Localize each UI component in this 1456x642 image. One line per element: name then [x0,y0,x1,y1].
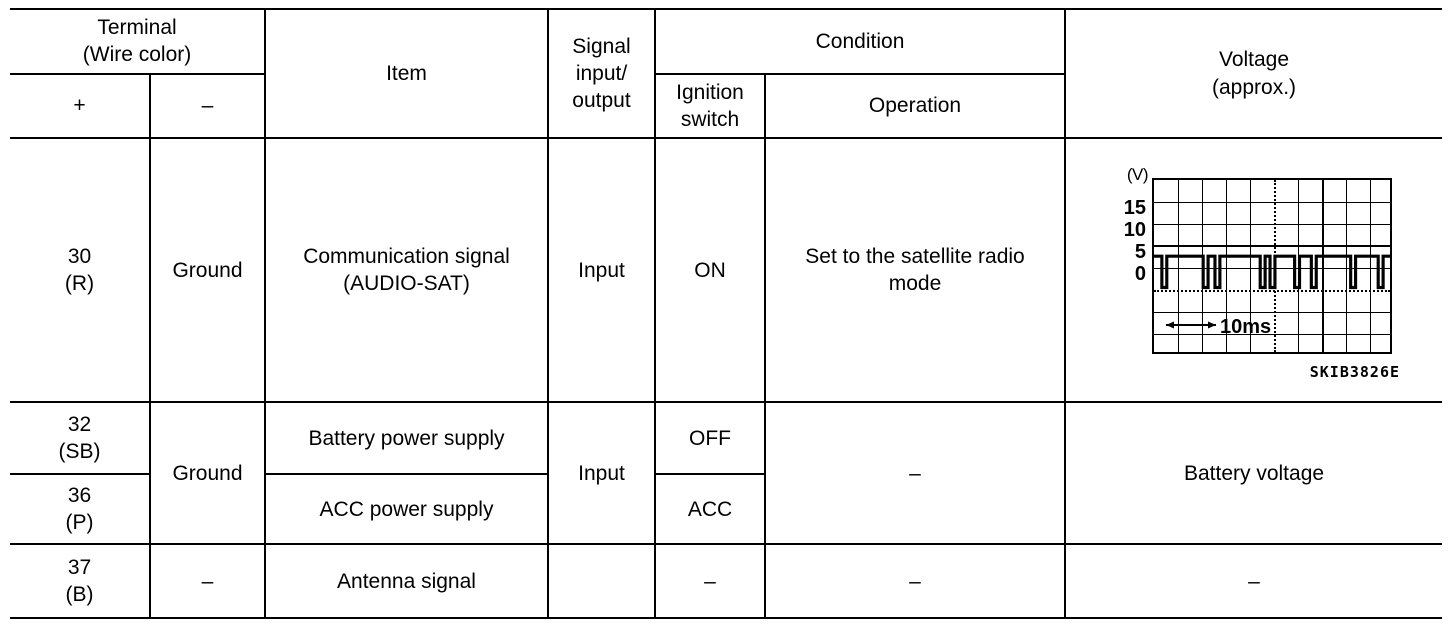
header-terminal-line1: Terminal [97,16,177,39]
cell-signal-io: Input [547,401,656,546]
table-row: 36 (P) ACC power supply ACC [10,473,1442,546]
cell-ignition-switch: OFF [654,401,766,476]
waveform-ytick-0: 0 [1134,263,1147,286]
figure-code: SKIB3826E [1309,362,1401,381]
header-terminal-line2: (Wire color) [82,43,192,67]
gridline-h-6 [1154,312,1391,314]
header-item: Item [264,7,549,140]
terminal-number: 30 [67,244,92,268]
header-signal-io-line3: output [572,89,631,113]
oscilloscope-figure: (V) 15 10 5 0 [1104,165,1404,381]
cell-terminal-number: 32 (SB) [10,401,151,476]
cell-ignition-switch: ACC [654,473,766,546]
terminal-number: 32 [67,412,92,436]
waveform-ytick-5: 5 [1134,241,1147,264]
gridline-h-7 [1154,334,1391,336]
header-terminal: Terminal (Wire color) [10,8,266,75]
cell-voltage: Battery voltage [1064,401,1443,546]
header-condition: Condition [653,8,1067,75]
waveform-ytick-15: 15 [1123,197,1147,220]
cell-terminal-minus: Ground [149,401,266,546]
cell-item: Antenna signal [264,543,549,620]
cell-ignition-switch: ON [654,137,766,404]
header-row-bottom: + – Ignition switch Operation [10,72,1442,140]
cell-operation: Set to the satellite radio mode [763,137,1067,404]
header-voltage: Voltage (approx.) [1064,7,1443,140]
header-ignition-switch: Ignition switch [654,72,766,140]
item-line1: Communication signal [303,244,510,268]
cell-item: Battery power supply [264,401,549,476]
gridline-h-10v [1154,245,1391,248]
gridline-v-7 [1322,180,1325,353]
header-terminal-plus: + [10,72,151,140]
time-scale-label: 10ms [1220,316,1272,339]
terminal-wire-color: (B) [65,583,94,607]
cell-item: Communication signal (AUDIO-SAT) [264,137,549,404]
table-row: 32 (SB) Ground Battery power supply Inpu… [10,401,1443,546]
header-ignition-switch-line2: switch [680,107,740,131]
header-signal-io-line2: input/ [575,61,628,85]
cell-voltage: – [1064,543,1443,620]
terminal-number: 37 [67,555,92,579]
header-signal-io-line1: Signal [572,34,631,58]
gridline-h-4 [1154,268,1391,270]
gridline-h-1 [1154,202,1391,204]
gridline-v-8 [1346,180,1348,353]
cell-voltage-waveform: (V) 15 10 5 0 [1064,137,1443,404]
zero-volt-line [1154,290,1391,293]
waveform-grid: 10ms [1152,178,1393,355]
header-ignition-switch-line1: Ignition [676,80,744,104]
cell-terminal-number: 37 (B) [10,543,151,620]
terminal-number: 36 [67,483,92,507]
terminal-wire-color: (P) [65,511,94,535]
cell-operation: – [763,543,1067,620]
cell-signal-io: Input [547,137,656,404]
cell-terminal-minus: – [149,543,266,620]
cell-terminal-number: 36 (P) [10,473,151,546]
terminal-wire-color: (R) [64,272,95,296]
terminal-spec-table: Terminal (Wire color) Item Signal input/… [10,7,1443,620]
header-signal-io: Signal input/ output [547,7,656,140]
header-terminal-minus: – [149,72,266,140]
header-operation: Operation [763,72,1067,140]
cell-item: ACC power supply [264,473,549,546]
header-voltage-line1: Voltage [1218,48,1290,72]
time-span-arrows [1166,321,1217,329]
header-voltage-line2: (approx.) [1212,75,1297,99]
item-line2: (AUDIO-SAT) [343,272,470,296]
waveform-trace [1154,254,1391,290]
gridline-v-1 [1178,180,1180,353]
cell-signal-io-empty [547,543,656,620]
cell-terminal-number: 30 (R) [10,137,151,404]
gridline-v-4 [1250,180,1252,353]
gridline-h-2 [1154,224,1391,226]
cell-ignition-switch: – [654,543,766,620]
header-row-top: Terminal (Wire color) Item Signal input/… [10,7,1443,140]
waveform-ytick-10: 10 [1123,219,1147,242]
cell-terminal-minus: Ground [149,137,266,404]
table-row: 37 (B) – Antenna signal – – – [10,543,1443,620]
cell-operation: – [763,401,1067,546]
gridline-v-3 [1226,180,1228,353]
gridline-v-9 [1370,180,1372,353]
waveform-unit-label: (V) [1126,165,1149,185]
operation-line1: Set to the satellite radio [805,244,1025,268]
terminal-wire-color: (SB) [58,440,101,464]
operation-line2: mode [888,272,942,296]
table-row: 30 (R) Ground Communication signal (AUDI… [10,137,1443,404]
